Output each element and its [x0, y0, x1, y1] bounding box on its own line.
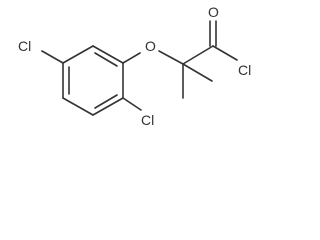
bond-ring-to-cl-left	[41, 50, 64, 64]
chemical-structure-diagram: Cl Cl O O Cl	[18, 4, 251, 128]
atom-label-ether-oxygen: O	[145, 38, 156, 54]
ring-bond-6	[62, 45, 94, 64]
ring-double-bond-1	[94, 52, 118, 67]
atom-label-carbonyl-oxygen: O	[208, 4, 219, 20]
bond-quaternary-carbon-to-methyl-right	[182, 63, 213, 82]
atom-label-cl-left: Cl	[18, 38, 31, 54]
atom-label-cl-bottom: Cl	[141, 112, 154, 128]
ring-bond-1	[92, 45, 124, 64]
bond-ring-to-ether-oxygen	[122, 52, 141, 64]
atom-label-acyl-chlorine: Cl	[238, 62, 251, 78]
ring-double-bond-2	[94, 94, 118, 109]
bond-quaternary-carbon-to-carbonyl-carbon	[182, 45, 214, 65]
bond-carbonyl-carbon-to-chlorine	[212, 45, 238, 61]
bond-ether-oxygen-to-quaternary-carbon	[158, 50, 184, 65]
bond-ring-to-cl-bottom	[122, 97, 142, 111]
ring-bond-4	[62, 97, 94, 116]
ring-bond-3	[92, 97, 124, 116]
